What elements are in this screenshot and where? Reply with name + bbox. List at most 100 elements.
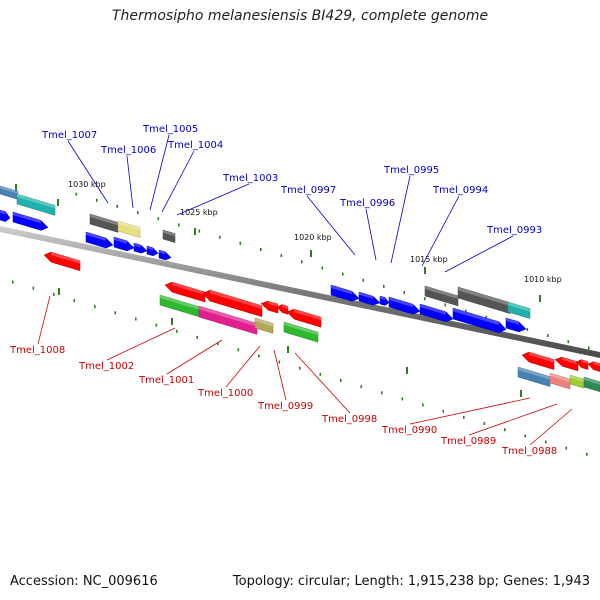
gene-label-top: Tmel_1006 xyxy=(100,145,156,156)
gene-label-leader xyxy=(161,150,195,213)
gene-forward-arrow-highlight xyxy=(420,304,446,315)
accession-text: Accession: NC_009616 xyxy=(10,574,158,589)
tick-major-bottom-1 xyxy=(171,318,173,325)
tick-top-20 xyxy=(485,315,488,319)
feature-block xyxy=(457,286,511,314)
gene-forward-arrow-highlight xyxy=(159,250,166,255)
map-title: Thermosipho melanesiensis BI429, complet… xyxy=(111,8,489,24)
gene-forward-arrow xyxy=(133,242,148,254)
gene-reverse-arrow-highlight xyxy=(268,301,278,307)
feature-block-highlight xyxy=(199,306,257,327)
tick-bottom-23 xyxy=(483,422,486,426)
feature-block xyxy=(283,321,319,343)
feature-block-highlight xyxy=(550,373,570,382)
tick-bottom-0 xyxy=(12,280,14,284)
tick-bottom-26 xyxy=(545,440,547,444)
gene-label-top: Tmel_0996 xyxy=(339,198,395,209)
gene-label-top: Tmel_1004 xyxy=(167,140,223,151)
gene-reverse-arrow xyxy=(521,351,555,370)
gene-reverse-arrow-highlight xyxy=(581,359,588,364)
gene-reverse-arrow xyxy=(587,361,600,372)
gene-label-bottom: Tmel_0999 xyxy=(257,401,313,412)
gene-label-top: Tmel_1007 xyxy=(41,130,97,141)
gene-label-leader xyxy=(365,208,377,261)
tick-top-2 xyxy=(116,204,119,208)
gene-label-leader xyxy=(273,349,287,401)
gene-forward-arrow-highlight xyxy=(380,296,385,300)
tick-top-9 xyxy=(260,248,262,251)
feature-block xyxy=(117,220,141,238)
gene-label-bottom: Tmel_0990 xyxy=(381,425,437,436)
tick-top-17 xyxy=(424,297,426,301)
feature-block-highlight xyxy=(255,318,273,327)
feature-block-highlight xyxy=(508,302,530,312)
gene-forward-arrow-highlight xyxy=(506,318,519,325)
tick-bottom-2 xyxy=(53,292,55,296)
tick-bottom-11 xyxy=(237,348,240,352)
feature-block-highlight xyxy=(17,194,55,209)
gene-forward-arrow xyxy=(419,303,454,323)
gene-label-leader xyxy=(529,408,573,446)
tick-bottom-20 xyxy=(422,403,424,407)
gene-forward-arrow-highlight xyxy=(453,308,499,326)
gene-forward-arrow xyxy=(146,245,159,257)
genome-summary-text: Topology: circular; Length: 1,915,238 bp… xyxy=(232,574,590,589)
tick-top-22 xyxy=(526,327,529,331)
tick-bottom-1 xyxy=(32,286,35,290)
tick-major-top-5 xyxy=(15,184,17,191)
tick-bottom-10 xyxy=(217,342,219,346)
tick-bottom-17 xyxy=(360,385,363,389)
tick-bottom-14 xyxy=(299,366,301,370)
gene-forward-arrow xyxy=(505,317,527,333)
feature-block-highlight xyxy=(284,322,318,336)
tick-top-19 xyxy=(465,309,467,313)
tick-top-11 xyxy=(301,260,303,264)
tick-top-6 xyxy=(198,229,201,233)
gene-forward-arrow-highlight xyxy=(114,237,127,244)
feature-block xyxy=(424,285,459,307)
feature-block xyxy=(89,213,119,233)
gene-label-top: Tmel_0994 xyxy=(432,185,488,196)
tick-top-10 xyxy=(280,254,283,258)
feature-block-highlight xyxy=(518,367,550,380)
tick-bottom-21 xyxy=(442,409,445,413)
tick-major-bottom-4 xyxy=(520,390,522,397)
gene-label-top: Tmel_0995 xyxy=(383,165,439,176)
tick-bottom-8 xyxy=(176,329,178,333)
gene-label-top: Tmel_1003 xyxy=(222,173,278,184)
tick-major-top-1 xyxy=(194,228,196,235)
gene-label-bottom: Tmel_1000 xyxy=(197,388,253,399)
gene-label-bottom: Tmel_0998 xyxy=(321,414,377,425)
gene-label-leader xyxy=(126,155,134,209)
feature-block xyxy=(198,305,258,335)
gene-forward-arrow-highlight xyxy=(86,232,106,241)
tick-top-3 xyxy=(137,211,139,215)
gene-label-leader xyxy=(390,175,411,264)
feature-block-highlight xyxy=(160,295,199,310)
tick-major-bottom-3 xyxy=(406,367,408,374)
feature-block-highlight xyxy=(584,377,600,385)
gene-forward-arrow xyxy=(113,236,135,252)
feature-block xyxy=(549,372,571,390)
gene-label-leader xyxy=(444,235,514,273)
gene-label-leader xyxy=(67,140,109,204)
tick-major-top-4 xyxy=(539,295,541,302)
gene-forward-arrow xyxy=(158,249,172,261)
tick-bottom-12 xyxy=(258,354,260,358)
tick-bottom-7 xyxy=(155,323,158,327)
feature-block-highlight xyxy=(570,375,584,382)
feature-block xyxy=(16,193,56,216)
feature-block-highlight xyxy=(118,221,140,231)
tick-bottom-18 xyxy=(381,391,383,395)
gene-label-leader xyxy=(225,345,261,388)
feature-block-highlight xyxy=(425,286,458,299)
gene-reverse-arrow xyxy=(202,289,263,318)
tick-bottom-27 xyxy=(565,446,568,450)
gene-reverse-arrow-highlight xyxy=(593,361,600,366)
gene-label-leader xyxy=(176,183,250,216)
gene-label-leader xyxy=(421,195,460,267)
tick-major-bottom-0 xyxy=(58,288,60,295)
tick-major-top-0 xyxy=(57,199,59,206)
gene-reverse-arrow-highlight xyxy=(562,357,578,365)
